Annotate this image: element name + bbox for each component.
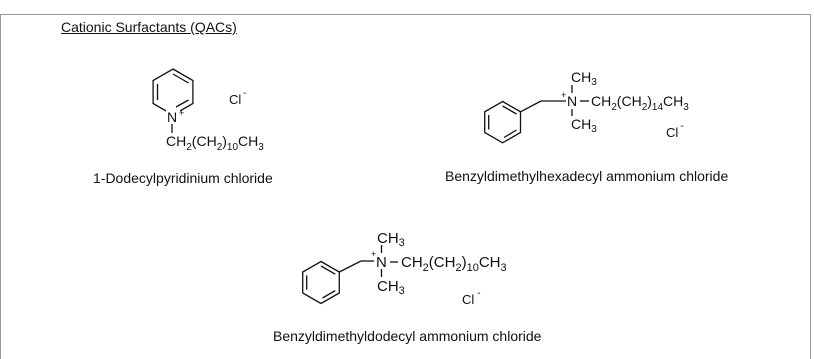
ammonium-plus-charge-2: + (561, 90, 566, 100)
hexadecyl-chain-formula: CH2(CH2)14CH3 (591, 93, 689, 113)
dodecyl-chain-formula-3: CH2(CH2)10CH3 (401, 254, 507, 274)
caption-dodecylpyridinium: 1-Dodecylpyridinium chloride (93, 170, 273, 186)
benzene-ring-2 (484, 100, 522, 144)
benzene-3-double-bond-1 (320, 265, 336, 275)
caption-benzyldimethyldodecyl: Benzyldimethyldodecyl ammonium chloride (273, 328, 542, 344)
benzene-2-double-bond-2 (503, 129, 517, 139)
n-label-mask (166, 110, 180, 124)
figure-frame (0, 14, 811, 359)
ammonium-plus-charge-3: + (371, 249, 376, 259)
caption-benzyldimethylhexadecyl: Benzyldimethylhexadecyl ammonium chlorid… (445, 168, 729, 184)
chloride-counterion-1: Cl- (229, 88, 247, 107)
ammonium-nitrogen-2: N (567, 93, 577, 109)
benzyl-ring-bond-3 (339, 260, 362, 273)
molecule-benzyldimethylhexadecyl: + N CH3 CH3 CH2(CH2)14CH3 Cl- (484, 69, 689, 144)
chloride-counterion-3: Cl- (462, 288, 481, 307)
dodecyl-chain-formula: CH2(CH2)10CH3 (166, 133, 264, 153)
pyridine-double-bond-2 (175, 99, 189, 108)
benzene-2-double-bond-1 (502, 105, 517, 115)
figure-title: Cationic Surfactants (QACs) (61, 19, 237, 35)
methyl-top-2: CH3 (571, 69, 597, 88)
chloride-counterion-2: Cl- (666, 121, 684, 140)
benzene-ring-3 (302, 260, 340, 305)
ammonium-nitrogen-3: N (376, 254, 387, 271)
molecule-benzyldimethyldodecyl: + N CH3 CH3 CH2(CH2)10CH3 Cl- (302, 230, 507, 307)
methyl-bottom-3: CH3 (377, 278, 405, 297)
methyl-bottom-2: CH3 (571, 116, 597, 135)
benzyl-ring-bond-2 (520, 100, 542, 113)
pyridine-double-bond-1 (172, 73, 189, 84)
methyl-top-3: CH3 (377, 230, 405, 249)
pyridinium-plus-charge: + (179, 108, 184, 118)
benzene-3-double-bond-2 (322, 290, 336, 299)
molecule-dodecylpyridinium: N + CH2(CH2)10CH3 Cl- (152, 68, 264, 153)
pyridinium-nitrogen: N (167, 109, 177, 125)
